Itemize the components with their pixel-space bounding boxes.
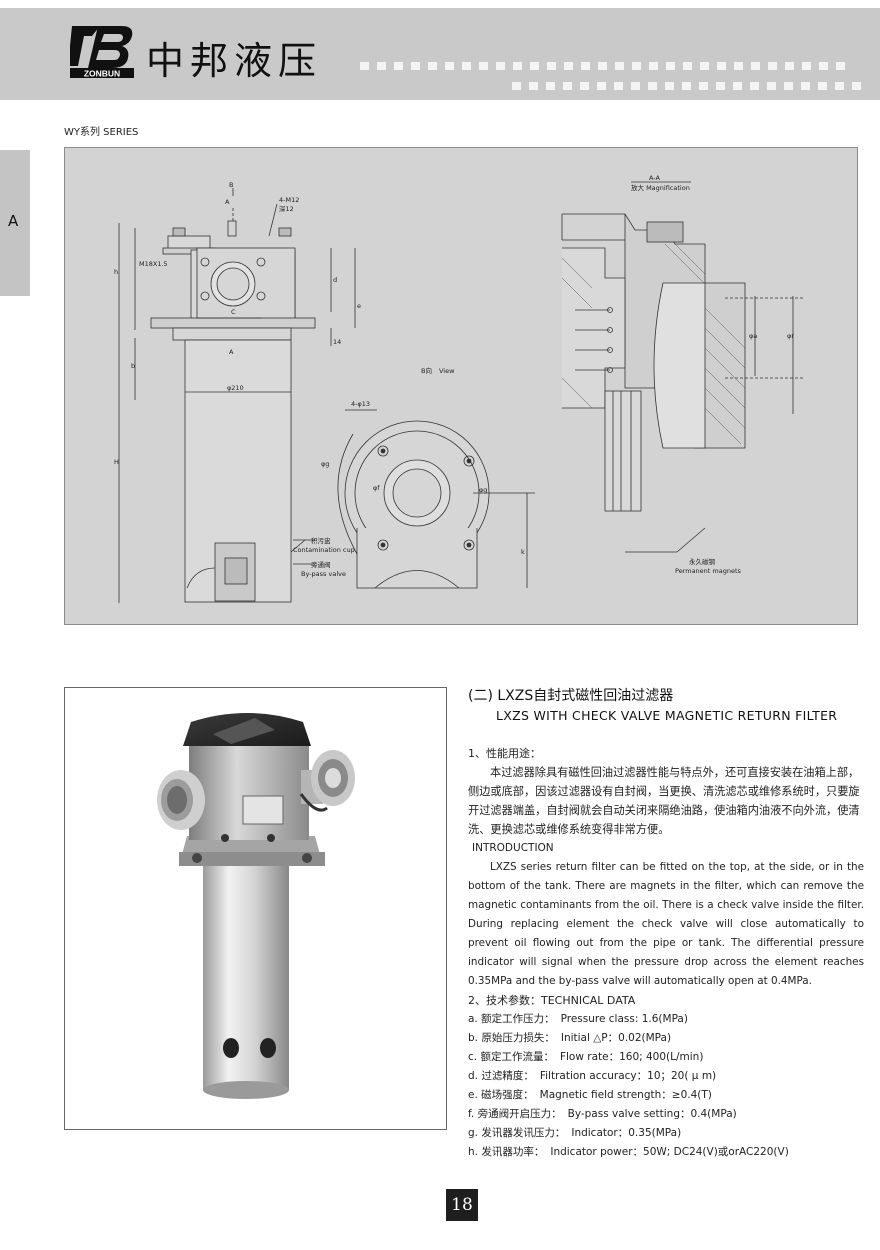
intro-en: LXZS series return filter can be fitted … [468, 861, 864, 987]
spec-item: b. 原始压力损失：Initial △P：0.02(MPa) [468, 1032, 672, 1044]
drawing-svg: B A 4-M12 深12 M18X1.5 h H b C d e 14 φ21… [114, 174, 805, 603]
label-H-dim: H [114, 458, 119, 466]
label-a-mid: A [229, 348, 234, 356]
side-tab [0, 150, 30, 296]
side-tab-label: A [8, 212, 19, 230]
product-description: (二) LXZS自封式磁性回油过滤器 LXZS WITH CHECK VALVE… [468, 686, 864, 1162]
logo-text: ZONBUN [84, 69, 120, 79]
label-b-view-en: View [439, 367, 455, 375]
filter-illustration [157, 713, 355, 1099]
label-b-view-cn: B向 [421, 366, 432, 375]
aa-nut [646, 221, 684, 243]
label-phi210: φ210 [227, 384, 244, 392]
label-phig: φg [479, 486, 487, 494]
header-dot-row-2 [512, 82, 861, 90]
spec-item: e. 磁场强度：Magnetic field strength：≥0.4(T) [468, 1089, 712, 1101]
spec-item: a. 额定工作压力：Pressure class: 1.6(MPa) [468, 1013, 688, 1025]
label-m18: M18X1.5 [139, 260, 168, 268]
label-aa: A-A [649, 174, 661, 182]
product-photo [64, 687, 447, 1130]
label-b-top: B [229, 181, 233, 189]
label-4m12: 4-M12 [279, 196, 299, 204]
label-e: e [357, 302, 361, 310]
stem [227, 220, 237, 237]
label-a-top: A [225, 198, 230, 206]
section-2-title: 2、技术参数：TECHNICAL DATA [468, 994, 636, 1007]
label-phir: φr [787, 332, 794, 340]
label-contamination-en: Contamination cup [293, 546, 355, 554]
label-b: b [131, 362, 135, 370]
intro-label: INTRODUCTION [472, 842, 554, 854]
intro-cn: 本过滤器除具有磁性回油过滤器性能与特点外，还可直接安装在油箱上部，侧边或底部，因… [468, 766, 860, 836]
spec-item: g. 发讯器发讯压力：Indicator：0.35(MPa) [468, 1127, 682, 1139]
photo-bowl [203, 858, 289, 1090]
spec-list: a. 额定工作压力：Pressure class: 1.6(MPa) b. 原始… [468, 1010, 864, 1162]
label-bypass-cn: 旁通阀 [311, 560, 331, 569]
header-dot-row-1 [360, 62, 845, 70]
zonbun-logo: ZONBUN [70, 26, 134, 79]
photo-head [189, 746, 309, 840]
label-k: k [521, 548, 525, 556]
label-phig-arc: φg [321, 460, 329, 468]
label-4phi13: 4-φ13 [351, 400, 370, 408]
page-number: 18 [446, 1189, 478, 1221]
product-title-en: LXZS WITH CHECK VALVE MAGNETIC RETURN FI… [496, 708, 838, 723]
spec-item: d. 过滤精度：Filtration accuracy：10；20( μ m) [468, 1070, 717, 1082]
label-magnets-cn: 永久磁钢 [689, 557, 716, 566]
section-1-title: 1、性能用途： [468, 747, 541, 760]
label-14: 14 [333, 338, 341, 346]
label-contamination-cn: 积污盅 [311, 536, 331, 545]
label-phia: φa [749, 332, 757, 340]
label-d: d [333, 276, 337, 284]
mount-flange [150, 317, 316, 329]
product-title-cn: (二) LXZS自封式磁性回油过滤器 [468, 688, 674, 704]
label-bypass-en: By-pass valve [301, 570, 346, 578]
technical-drawing: B A 4-M12 深12 M18X1.5 h H b C d e 14 φ21… [64, 147, 858, 625]
spec-item: c. 额定工作流量：Flow rate：160; 400(L/min) [468, 1051, 704, 1063]
label-c: C [231, 308, 236, 316]
label-magnification: 放大 Magnification [631, 183, 690, 192]
label-phif: φf [373, 484, 380, 492]
spec-item: f. 旁通阀开启压力：By-pass valve setting：0.4(MPa… [468, 1108, 737, 1120]
series-label: WY系列 SERIES [64, 127, 139, 138]
label-magnets-en: Permanent magnets [675, 567, 742, 575]
label-depth: 深12 [279, 204, 294, 213]
label-h: h [114, 268, 118, 276]
spec-item: h. 发讯器功率：Indicator power：50W; DC24(V)或or… [468, 1146, 789, 1158]
brand-name: 中邦液压 [146, 39, 323, 83]
